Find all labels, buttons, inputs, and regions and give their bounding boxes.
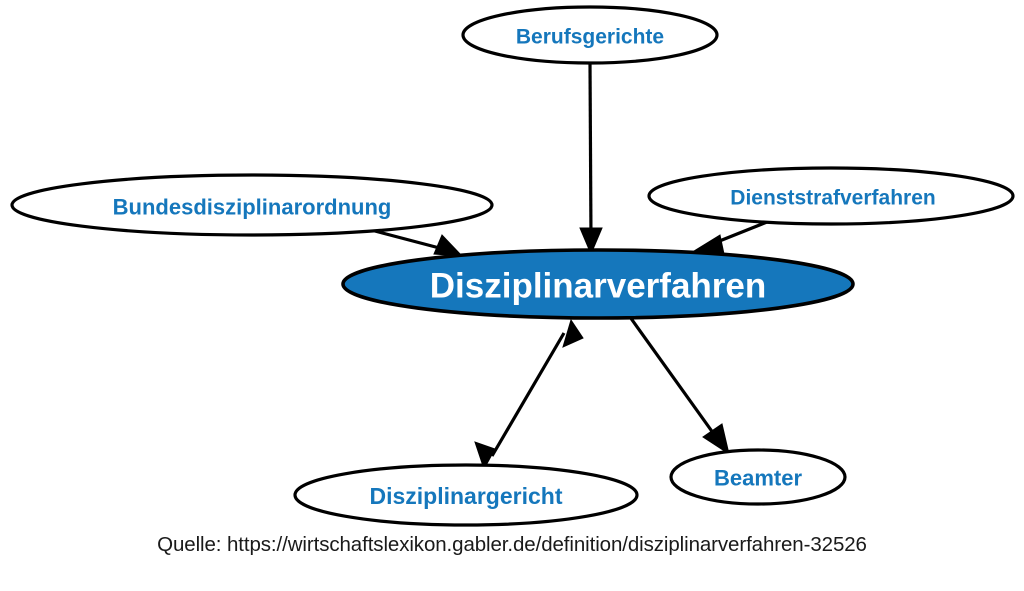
edges-layer	[355, 62, 778, 471]
node-beamter-label: Beamter	[714, 466, 802, 491]
edge-berufsgerichte-to-disziplinarverfahren	[579, 62, 603, 256]
node-beamter-shape[interactable]	[669, 448, 847, 506]
node-berufsgerichte-shape[interactable]	[461, 5, 719, 65]
node-dienststrafverfahren-shape[interactable]	[647, 166, 1015, 226]
node-disziplinargericht-shape[interactable]	[293, 463, 639, 527]
node-berufsgerichte-label: Berufsgerichte	[516, 26, 664, 49]
node-disziplinarverfahren-central[interactable]: Disziplinarverfahren	[341, 248, 855, 320]
edge-disziplinarverfahren-disziplinargericht	[474, 318, 584, 471]
source-caption: Quelle: https://wirtschaftslexikon.gable…	[157, 533, 867, 556]
node-bundesdisziplinarordnung[interactable]: Bundesdisziplinarordnung	[10, 173, 494, 237]
node-disziplinargericht[interactable]: Disziplinargericht	[293, 463, 639, 527]
node-bundesdisziplinarordnung-shape[interactable]	[10, 173, 494, 237]
node-disziplinarverfahren-label: Disziplinarverfahren	[430, 267, 767, 306]
node-dienststrafverfahren[interactable]: Dienststrafverfahren	[647, 166, 1015, 226]
node-disziplinarverfahren-shape[interactable]	[341, 248, 855, 320]
node-disziplinargericht-label: Disziplinargericht	[370, 483, 563, 509]
nodes-layer: Berufsgerichte Bundesdisziplinarordnung …	[10, 5, 1015, 527]
node-dienststrafverfahren-label: Dienststrafverfahren	[730, 187, 935, 210]
edge-disziplinarverfahren-to-beamter	[628, 316, 730, 456]
node-bundesdisziplinarordnung-label: Bundesdisziplinarordnung	[113, 195, 392, 220]
node-berufsgerichte[interactable]: Berufsgerichte	[461, 5, 719, 65]
node-beamter[interactable]: Beamter	[669, 448, 847, 506]
